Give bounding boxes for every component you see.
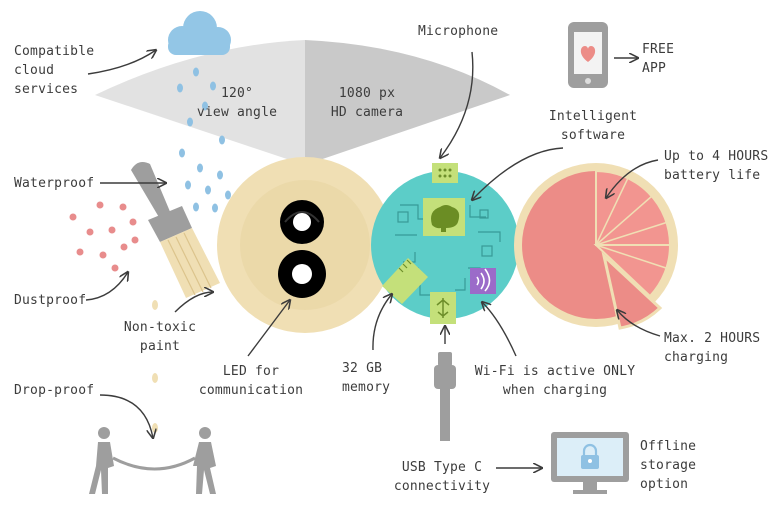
usb-cable-icon <box>434 352 456 441</box>
water-drops <box>177 67 231 213</box>
label-wifi: Wi-Fi is active ONLY when charging <box>474 364 636 398</box>
brain-chip-icon <box>423 198 465 236</box>
usb-chip-icon <box>430 292 456 324</box>
label-led: LED for communication <box>198 364 304 398</box>
label-paint: Non-toxic paint <box>123 320 197 354</box>
label-waterproof: Waterproof <box>14 176 95 191</box>
battery-pie <box>514 163 678 330</box>
phone-icon <box>568 22 608 88</box>
label-software: Intelligent software <box>548 109 638 143</box>
lock-icon <box>581 443 599 469</box>
carry-sheet <box>112 456 196 471</box>
label-dustproof: Dustproof <box>14 293 87 308</box>
cloud-icon <box>168 11 231 55</box>
device-body <box>217 157 393 333</box>
label-memory: 32 GB memory <box>342 361 391 395</box>
software-circle <box>371 163 519 324</box>
person-icon <box>89 427 216 494</box>
monitor-icon <box>551 432 629 494</box>
heart-icon <box>580 46 596 62</box>
view-fan <box>95 40 510 165</box>
label-dropproof: Drop-proof <box>14 383 95 398</box>
label-camera: 1080 px HD camera <box>330 86 404 120</box>
label-cloud: Compatible cloud services <box>14 44 95 97</box>
brush-icon <box>131 162 220 298</box>
wifi-chip-icon <box>470 268 496 294</box>
label-free-app: FREE APP <box>642 42 675 76</box>
dust-dots <box>69 201 139 272</box>
callout-arrows <box>85 50 661 468</box>
label-charging: Max. 2 HOURS charging <box>664 331 761 365</box>
label-usb: USB Type C connectivity <box>393 460 491 494</box>
label-offline: Offline storage option <box>640 439 697 492</box>
label-microphone: Microphone <box>418 24 499 39</box>
label-battery: Up to 4 HOURS battery life <box>664 149 769 183</box>
microphone-chip-icon <box>432 163 458 183</box>
label-view-angle: 120° view angle <box>196 86 278 120</box>
